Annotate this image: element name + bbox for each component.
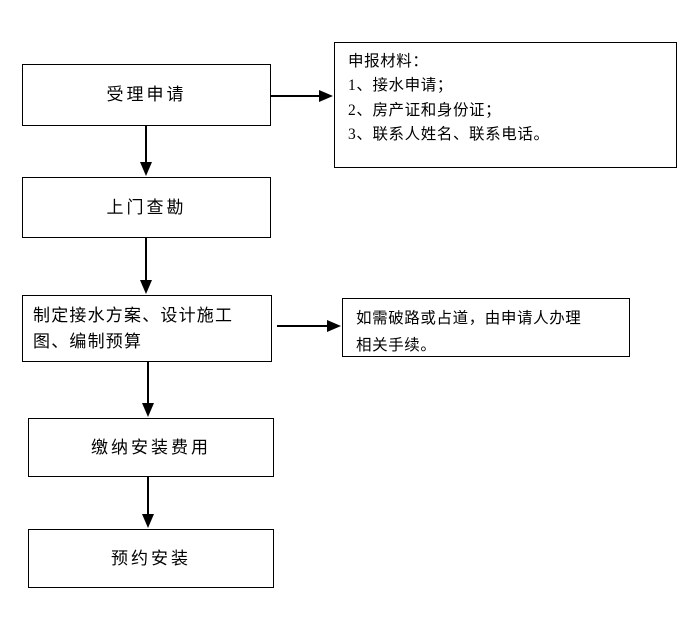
note-line: 3、联系人姓名、联系电话。 (348, 126, 550, 144)
arrow-node1-to-note1 (271, 88, 334, 104)
flow-node-plan-design-budget[interactable]: 制定接水方案、设计施工 图、编制预算 (22, 295, 272, 362)
note-line: 1、接水申请； (348, 77, 453, 95)
arrow-node1-to-node2 (138, 126, 154, 177)
flow-node-label: 制定接水方案、设计施工 图、编制预算 (33, 306, 234, 351)
arrow-node2-to-node3 (138, 238, 154, 295)
flow-node-pay-installation-fee[interactable]: 缴纳安装费用 (28, 418, 274, 477)
flow-node-schedule-installation[interactable]: 预约安装 (28, 529, 274, 588)
note-line: 如需破路或占道，由申请人办理 (356, 310, 582, 327)
flow-node-label: 上门查勘 (106, 197, 187, 217)
arrow-node3-to-note2 (277, 318, 342, 334)
flow-node-label: 预约安装 (111, 548, 191, 568)
flow-node-label: 受理申请 (106, 85, 187, 105)
note-road-excavation: 如需破路或占道，由申请人办理 相关手续。 (342, 298, 630, 357)
note-line: 相关手续。 (356, 336, 437, 354)
arrow-node3-to-node4 (140, 362, 156, 418)
flow-node-on-site-survey[interactable]: 上门查勘 (22, 177, 271, 238)
note-application-materials: 申报材料： 1、接水申请； 2、房产证和身份证； 3、联系人姓名、联系电话。 (334, 42, 677, 168)
note-line: 2、房产证和身份证； (348, 101, 502, 119)
flow-node-accept-application[interactable]: 受理申请 (22, 64, 271, 126)
arrow-node4-to-node5 (140, 477, 156, 529)
flow-node-label: 缴纳安装费用 (91, 437, 211, 457)
note-line: 申报材料： (348, 53, 429, 70)
